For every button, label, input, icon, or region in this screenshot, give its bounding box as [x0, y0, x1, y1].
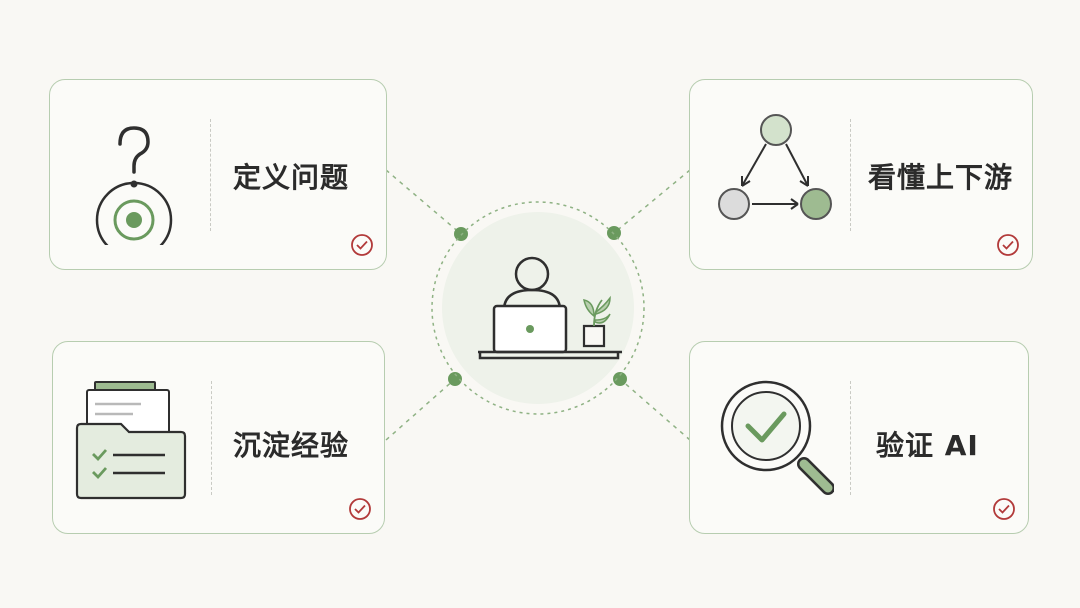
- card-verify-ai: 验证 AI: [689, 341, 1029, 534]
- card-accumulate-experience: 沉淀经验: [52, 341, 385, 534]
- question-target-icon: [95, 126, 173, 245]
- card-label: 验证 AI: [876, 429, 979, 462]
- connector-dot: [448, 372, 462, 386]
- flow-graph-icon: [718, 114, 832, 220]
- connector-dot: [613, 372, 627, 386]
- check-circle-icon: [993, 498, 1015, 520]
- card-divider: [850, 381, 851, 495]
- connector-dot: [454, 227, 468, 241]
- card-divider: [210, 119, 211, 231]
- center-hub: [428, 198, 648, 418]
- card-divider: [850, 119, 851, 231]
- card-upstream-downstream: 看懂上下游: [689, 79, 1033, 270]
- check-circle-icon: [351, 234, 373, 256]
- card-label: 定义问题: [233, 161, 350, 194]
- card-define-problem: 定义问题: [49, 79, 387, 270]
- check-circle-icon: [349, 498, 371, 520]
- card-label: 看懂上下游: [868, 161, 1014, 194]
- check-circle-icon: [997, 234, 1019, 256]
- connector-dot: [607, 226, 621, 240]
- card-label: 沉淀经验: [233, 429, 350, 462]
- person-at-laptop-icon: [431, 201, 645, 415]
- folder-checklist-icon: [75, 381, 187, 500]
- card-divider: [211, 381, 212, 495]
- magnifier-check-icon: [720, 380, 834, 495]
